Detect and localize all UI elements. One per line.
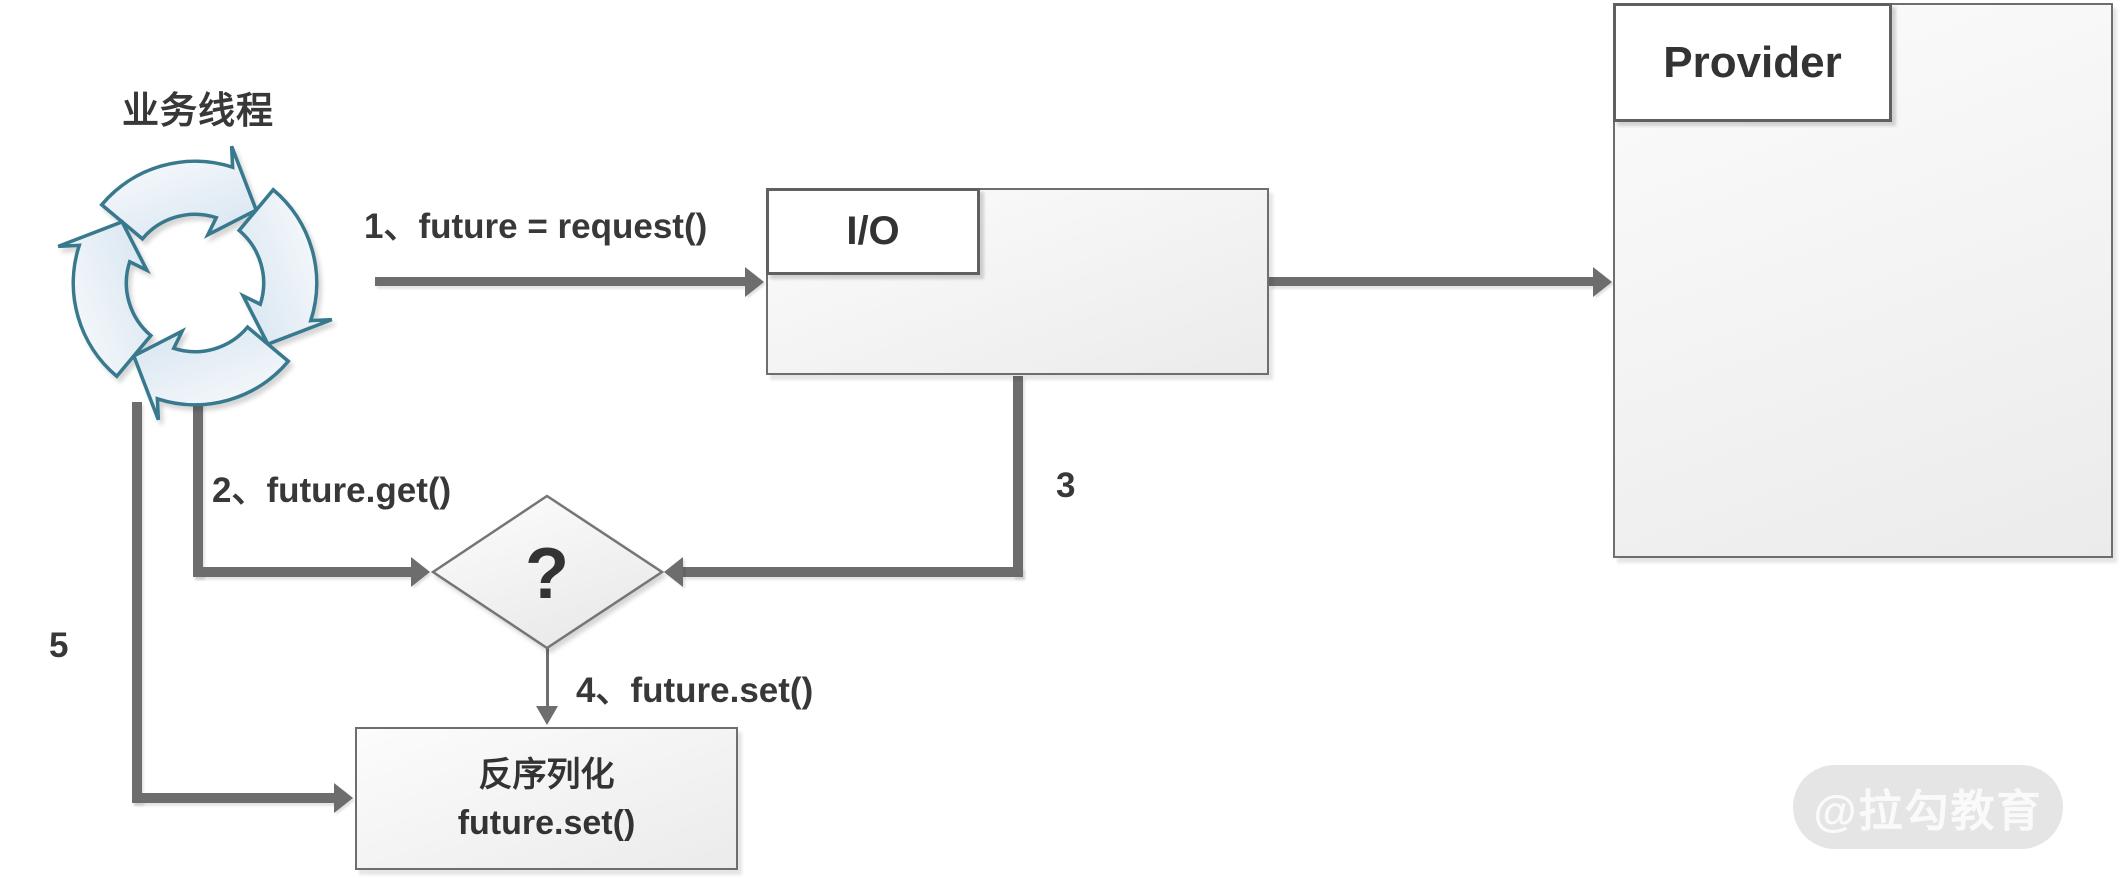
decision-diamond: ? bbox=[430, 494, 665, 650]
step2-line-vertical bbox=[193, 402, 203, 577]
step3-line-vertical bbox=[1013, 376, 1023, 577]
deserialize-node: 反序列化 future.set() bbox=[355, 727, 738, 870]
step1-arrowhead-icon bbox=[745, 267, 764, 297]
business-thread-label: 业务线程 bbox=[122, 90, 274, 131]
step3-label: 3 bbox=[1056, 466, 1076, 505]
step5-line-vertical bbox=[132, 402, 142, 803]
deserialize-label-line1: 反序列化 bbox=[478, 755, 615, 794]
io-tab-label: I/O bbox=[846, 209, 900, 253]
step4-arrowhead-icon bbox=[536, 706, 558, 725]
step5-line-horizontal bbox=[132, 793, 336, 803]
step2-arrowhead-icon bbox=[411, 557, 430, 587]
cycle-arrows-icon bbox=[56, 145, 334, 422]
step2-line-horizontal bbox=[193, 567, 412, 577]
step5-arrowhead-icon bbox=[334, 783, 353, 813]
step4-line-vertical bbox=[546, 648, 549, 710]
step5-label: 5 bbox=[49, 626, 69, 665]
watermark-badge: @拉勾教育 bbox=[1793, 765, 2063, 849]
step3-arrowhead-icon bbox=[664, 557, 683, 587]
provider-tab: Provider bbox=[1613, 3, 1892, 122]
step1-label: 1、future = request() bbox=[364, 207, 708, 246]
io-to-provider-arrowhead-icon bbox=[1593, 267, 1612, 297]
question-mark: ? bbox=[525, 534, 569, 614]
deserialize-label-line2: future.set() bbox=[457, 803, 636, 842]
step4-label: 4、future.set() bbox=[576, 671, 814, 710]
io-tab: I/O bbox=[766, 188, 980, 275]
step2-label: 2、future.get() bbox=[212, 471, 452, 510]
watermark-text: @拉勾教育 bbox=[1813, 787, 2043, 836]
step3-line-horizontal bbox=[682, 567, 1023, 577]
step1-request-arrow-line bbox=[375, 277, 747, 286]
provider-tab-label: Provider bbox=[1663, 37, 1842, 87]
io-to-provider-arrow-line bbox=[1269, 277, 1595, 286]
